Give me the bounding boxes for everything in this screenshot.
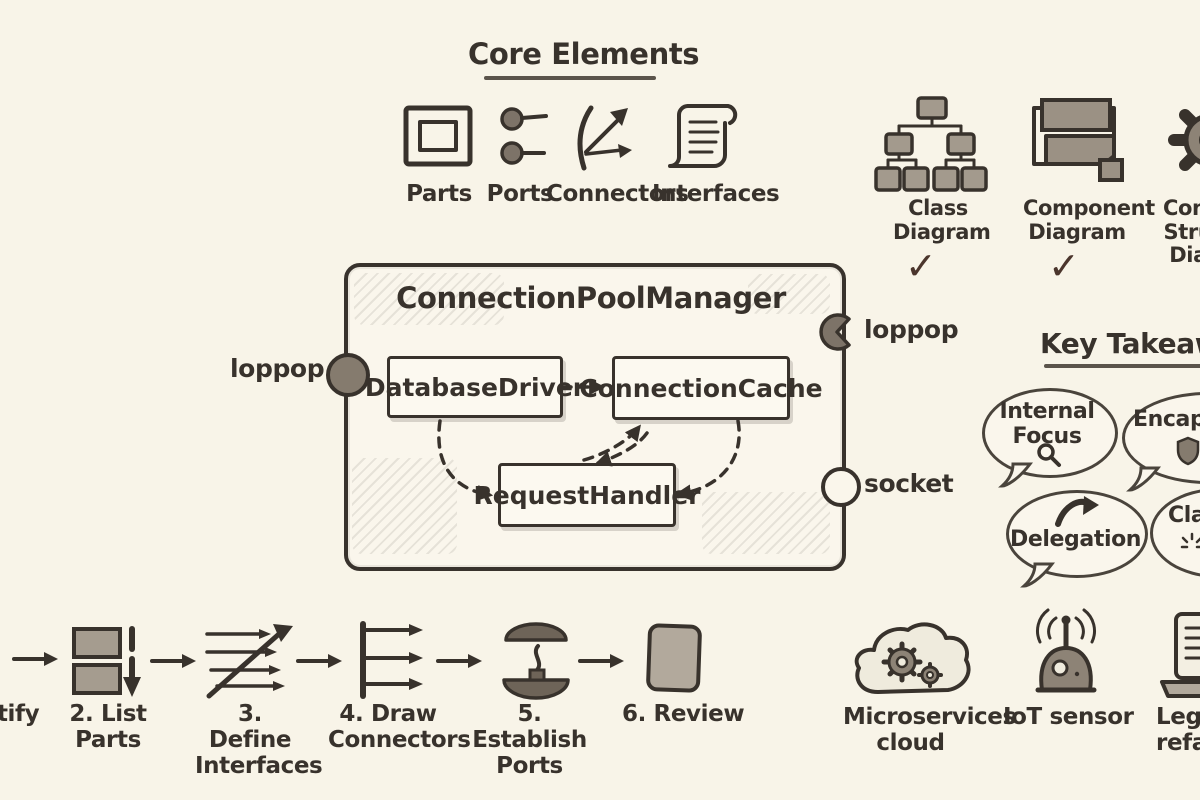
parts-label: Parts	[406, 181, 472, 207]
flow-arrow-3	[296, 654, 342, 668]
step-4-label: 4. Draw Connectors	[328, 701, 471, 753]
delegation-arrow-icon	[1055, 496, 1099, 527]
hatch-bottom-left	[352, 458, 457, 554]
microservices-cloud-icon	[854, 622, 971, 694]
define-interfaces-icon	[205, 624, 293, 699]
clarity-sparkle-icon	[1180, 532, 1200, 549]
port-right-bottom-label: socket	[864, 469, 954, 498]
step-5-label: 5. Establish Ports	[472, 701, 587, 779]
bubble-tail-internal-focus	[998, 462, 1034, 488]
connection-cache-label: ConnectionCache	[579, 373, 823, 403]
encapsulation-label: Encapsulation	[1133, 407, 1200, 432]
shield-icon	[1176, 436, 1200, 466]
bubble-internal-focus	[982, 388, 1118, 478]
port-circle-right-bottom	[821, 467, 861, 507]
magnifier-icon	[1037, 443, 1061, 467]
pool-connectors	[437, 378, 741, 501]
review-icon	[646, 623, 702, 693]
connectors-icon	[577, 105, 632, 171]
iot-sensor-label: IoT sensor	[1003, 704, 1134, 730]
port-right-top-label: loppop	[864, 315, 959, 344]
flow-arrow-4	[436, 654, 482, 668]
draw-connectors-icon	[360, 621, 423, 699]
component-diagram-icon	[1032, 98, 1124, 182]
port-circle-left	[326, 353, 370, 397]
core-elements-underline	[484, 76, 656, 80]
delegation-label: Delegation	[1010, 527, 1142, 552]
legacy-refactor-label: Legacy refactor	[1156, 704, 1200, 756]
clarity-label: Clarity	[1168, 503, 1200, 528]
ports-icon	[500, 107, 548, 165]
port-left-label: loppop	[230, 354, 325, 383]
part-database-driver: DatabaseDriver	[365, 356, 585, 418]
part-connection-cache: ConnectionCache	[579, 356, 823, 420]
database-driver-label: DatabaseDriver	[364, 372, 586, 402]
bubble-tail-encapsulation	[1126, 466, 1162, 492]
connection-pool-title: ConnectionPoolManager	[396, 281, 786, 315]
interfaces-icon	[668, 104, 738, 168]
step-3-label: 3. Define Interfaces	[195, 701, 323, 779]
core-elements-title: Core Elements	[468, 37, 700, 71]
socket-crescent-icon	[819, 313, 851, 351]
establish-ports-icon	[502, 622, 570, 700]
flow-arrow-1	[12, 652, 58, 666]
composite-structure-label: Composite Structure Diagram	[1163, 196, 1200, 268]
ports-label: Ports	[486, 181, 554, 207]
component-diagram-label: Component Diagram	[1023, 196, 1155, 244]
class-diagram-checkmark: ✓	[905, 244, 937, 288]
iot-sensor-icon	[1035, 608, 1097, 693]
parts-icon	[403, 105, 473, 167]
hatch-top-right	[748, 274, 830, 314]
list-parts-icon	[72, 626, 141, 697]
hatch-bottom-right	[702, 492, 830, 554]
key-takeaways-underline	[1044, 364, 1200, 368]
class-diagram-label: Class Diagram	[893, 196, 991, 244]
interfaces-label: Interfaces	[652, 181, 780, 207]
legacy-laptop-icon	[1160, 612, 1200, 698]
microservices-cloud-label: Microservices cloud	[843, 704, 1016, 756]
connectors-label: Connectors	[546, 181, 689, 207]
request-handler-label: RequestHandler	[473, 480, 701, 510]
step-1-label: 1. Identify	[0, 701, 40, 727]
flow-arrow-2	[150, 654, 196, 668]
key-takeaways-title: Key Takeaways	[1040, 327, 1200, 360]
hatch-top-left	[354, 273, 504, 325]
internal-focus-label: Internal Focus	[999, 399, 1095, 449]
step-6-label: 6. Review	[622, 701, 745, 727]
part-request-handler: RequestHandler	[473, 463, 701, 527]
composite-structure-gear-icon	[1168, 109, 1200, 171]
component-diagram-checkmark: ✓	[1048, 244, 1080, 288]
bubble-tail-delegation	[1020, 562, 1056, 588]
step-2-label: 2. List Parts	[69, 701, 147, 753]
flow-arrow-5	[578, 654, 624, 668]
class-diagram-icon	[874, 96, 988, 192]
